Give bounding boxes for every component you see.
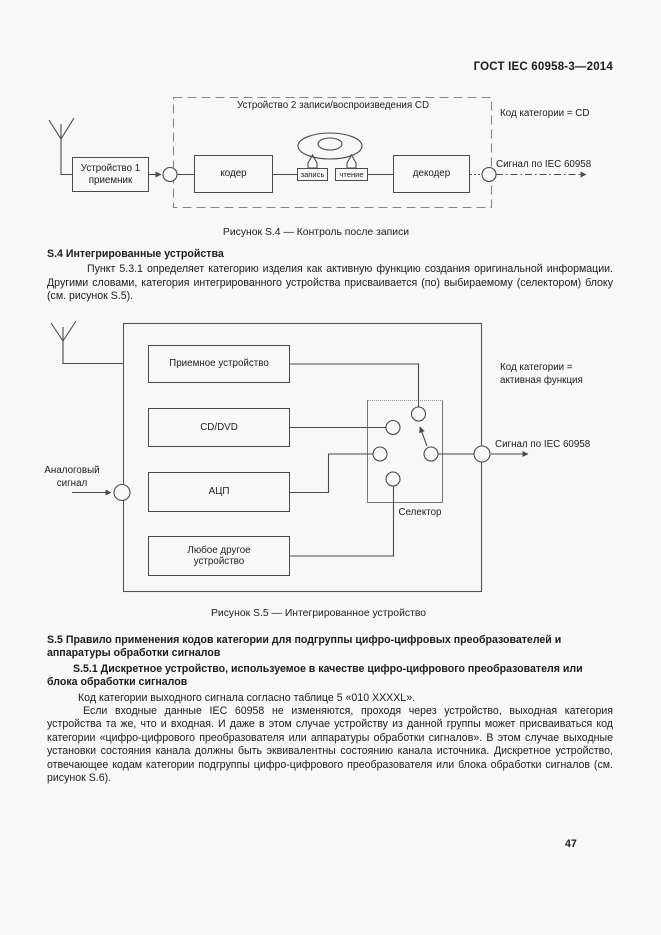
fig-s5-output-connector-circle — [473, 445, 491, 463]
fig-s4-decoder-box: декодер — [393, 155, 470, 193]
antenna-icon — [48, 117, 75, 176]
fig-s5-analog-connector-circle — [113, 483, 131, 502]
fig-s5-selector-box — [367, 400, 443, 503]
fig-s4-device2-title: Устройство 2 записи/воспроизведения CD — [236, 100, 430, 111]
section-s5-paragraph-1: Код категории выходного сигнала согласно… — [78, 691, 416, 704]
document-header: ГОСТ IEC 60958-3—2014 — [473, 61, 613, 73]
fig-s5-adc-box: АЦП — [148, 472, 290, 512]
page-number: 47 — [565, 838, 577, 850]
fig-s4-encoder-box: кодер — [194, 155, 273, 193]
section-s5: S.5 Правило применения кодов категории д… — [47, 634, 613, 785]
fig-s4-signal-label: Сигнал по IEC 60958 — [496, 159, 592, 170]
section-s4-heading: S.4 Интегрированные устройства — [47, 248, 224, 260]
fig-s4-device1-box: Устройство 1 приемник — [72, 157, 149, 192]
write-head-icon — [307, 153, 318, 169]
fig-s5-receiver-box: Приемное устройство — [148, 345, 290, 383]
fig-s4-category-code-label: Код категории = CD — [500, 108, 590, 119]
fig-s5-cd-dvd-box: CD/DVD — [148, 408, 290, 447]
fig-s5-caption: Рисунок S.5 — Интегрированное устройство — [210, 608, 427, 619]
fig-s4-output-connector-circle — [481, 166, 497, 183]
fig-s5-selector-label: Селектор — [398, 507, 442, 518]
section-s4: S.4 Интегрированные устройства Пункт 5.3… — [47, 248, 613, 304]
fig-s5-analog-signal-label: Аналоговый сигнал — [44, 465, 100, 489]
cd-disc-hole-icon — [317, 137, 343, 151]
fig-s4-write-box: запись — [297, 168, 328, 181]
fig-s5-signal-label: Сигнал по IEC 60958 — [495, 439, 591, 450]
section-s5-paragraph-2: Если входные данные IEC 60958 не изменяю… — [47, 705, 613, 785]
section-s4-paragraph: Пункт 5.3.1 определяет категорию изделия… — [47, 263, 613, 303]
section-s5-heading: S.5 Правило применения кодов категории д… — [47, 634, 562, 660]
cd-disc-icon — [297, 132, 363, 160]
fig-s4-read-box: чтение — [335, 168, 368, 181]
read-head-icon — [346, 153, 357, 169]
fig-s5-category-code-label: Код категории = активная функция — [500, 362, 583, 386]
fig-s5-other-device-box: Любое другое устройство — [148, 536, 290, 576]
fig-s4-input-connector-circle — [162, 166, 178, 183]
section-s5-1-heading: S.5.1 Дискретное устройство, используемо… — [47, 662, 583, 689]
antenna-icon-2 — [50, 320, 123, 365]
fig-s5-line-adc-selector — [290, 453, 373, 494]
fig-s4-caption: Рисунок S.4 — Контроль после записи — [222, 227, 410, 238]
